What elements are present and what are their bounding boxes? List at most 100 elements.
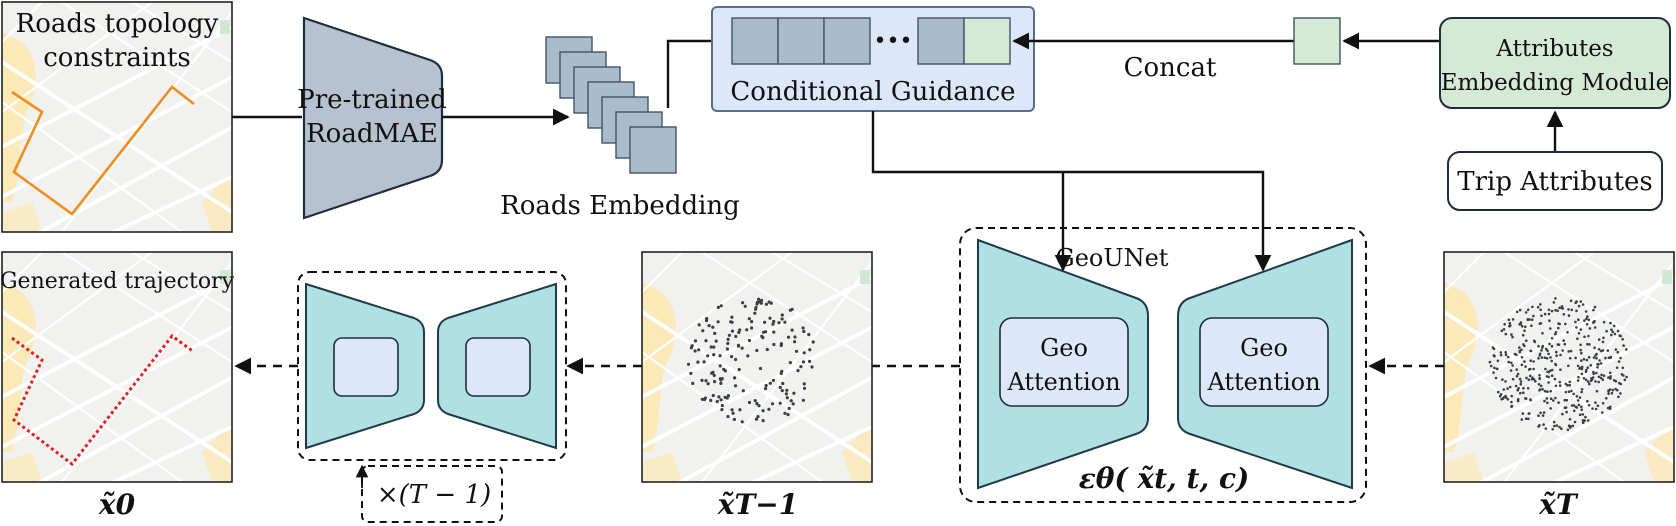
noise-point bbox=[734, 334, 738, 339]
noise-point bbox=[1580, 372, 1584, 376]
noise-point bbox=[1524, 311, 1528, 314]
noise-point bbox=[1527, 378, 1531, 381]
noise-point bbox=[1570, 308, 1574, 312]
noise-point bbox=[755, 300, 760, 304]
noise-point bbox=[1623, 378, 1627, 382]
noise-point bbox=[1554, 297, 1557, 300]
noise-point bbox=[1545, 375, 1549, 378]
attributes-label-1: Attributes bbox=[1495, 36, 1613, 62]
noise-point bbox=[750, 320, 754, 324]
noise-point bbox=[1584, 378, 1588, 382]
noise-point bbox=[767, 407, 771, 411]
noise-point bbox=[746, 354, 750, 358]
noise-point bbox=[716, 320, 720, 324]
noise-point bbox=[719, 304, 723, 308]
noise-point bbox=[1569, 299, 1573, 303]
geo-attention-label-1: Geo bbox=[1040, 334, 1088, 362]
noise-point bbox=[1596, 366, 1599, 369]
noise-point bbox=[802, 382, 806, 386]
noise-point bbox=[1520, 325, 1524, 328]
noise-point bbox=[790, 328, 794, 332]
noise-point bbox=[1510, 333, 1513, 336]
noise-point bbox=[1510, 361, 1513, 365]
noise-point bbox=[1546, 401, 1549, 405]
noise-point bbox=[1599, 349, 1603, 353]
noise-point bbox=[1541, 331, 1544, 335]
noise-point bbox=[1504, 350, 1507, 354]
trip-attributes-box bbox=[1447, 151, 1663, 211]
noise-point bbox=[1546, 390, 1549, 393]
noise-point bbox=[785, 396, 789, 400]
noise-point bbox=[811, 340, 815, 344]
noise-point bbox=[718, 354, 722, 358]
noise-point bbox=[1577, 375, 1580, 379]
noise-point bbox=[715, 399, 719, 404]
noise-point bbox=[1502, 328, 1506, 331]
noise-point bbox=[1609, 355, 1613, 359]
noise-point bbox=[709, 345, 713, 349]
noise-point bbox=[755, 348, 759, 353]
noise-point bbox=[1571, 424, 1575, 428]
noise-point bbox=[802, 351, 806, 355]
noise-point bbox=[779, 343, 783, 348]
noise-point bbox=[1504, 353, 1508, 356]
noise-point bbox=[755, 402, 759, 406]
noise-point bbox=[731, 411, 735, 415]
noise-point bbox=[1582, 357, 1586, 361]
noise-point bbox=[1588, 343, 1591, 346]
noise-point bbox=[1566, 428, 1570, 432]
noise-point bbox=[747, 400, 752, 405]
noise-point bbox=[1587, 318, 1591, 322]
noise-point bbox=[1527, 417, 1530, 421]
noise-point bbox=[1547, 312, 1551, 316]
noise-point bbox=[706, 382, 710, 386]
noise-point bbox=[1523, 325, 1527, 329]
noise-point bbox=[1582, 377, 1586, 380]
noise-point bbox=[753, 399, 757, 403]
noise-point bbox=[1613, 332, 1617, 336]
noise-point bbox=[1542, 411, 1546, 414]
noise-point bbox=[1558, 306, 1561, 310]
noise-point bbox=[1576, 379, 1580, 382]
noise-point bbox=[771, 322, 775, 326]
guidance-ellipsis: ••• bbox=[874, 29, 913, 54]
noise-point bbox=[1511, 335, 1514, 339]
noise-point bbox=[730, 408, 734, 412]
noise-point bbox=[1594, 380, 1597, 383]
noise-point bbox=[730, 329, 735, 333]
noise-point bbox=[1538, 388, 1542, 391]
noise-point bbox=[1560, 427, 1563, 430]
noise-point bbox=[754, 417, 759, 421]
roadmae-trapezoid bbox=[302, 16, 444, 220]
noise-point bbox=[1496, 359, 1500, 363]
noise-point bbox=[1518, 323, 1521, 326]
noise-point bbox=[1509, 369, 1513, 372]
noise-point bbox=[712, 373, 716, 377]
noise-point bbox=[1544, 427, 1548, 430]
noise-point bbox=[1625, 375, 1628, 379]
noise-point bbox=[1604, 356, 1607, 360]
noise-point bbox=[1585, 323, 1589, 326]
noise-point bbox=[740, 420, 744, 424]
noise-point bbox=[1567, 390, 1571, 393]
attributes-module-box bbox=[1439, 17, 1671, 109]
repeat-dashed-box bbox=[297, 271, 567, 461]
x0-label: x̃0 bbox=[98, 488, 136, 521]
noise-point bbox=[1580, 388, 1584, 391]
noise-point bbox=[1586, 419, 1590, 422]
eps-label: εθ( x̃t, t, c) bbox=[1079, 462, 1250, 495]
noise-point bbox=[1616, 329, 1620, 333]
noise-point bbox=[1581, 413, 1585, 416]
noise-point bbox=[1589, 364, 1593, 367]
noise-point bbox=[1555, 424, 1559, 427]
noise-point bbox=[1539, 322, 1543, 325]
noise-point bbox=[1585, 317, 1588, 320]
noise-point bbox=[1507, 360, 1510, 364]
noise-point bbox=[1573, 420, 1577, 424]
noise-point bbox=[1539, 411, 1542, 415]
road-constraint-path bbox=[11, 85, 195, 216]
noise-point bbox=[758, 366, 763, 371]
noise-point bbox=[747, 317, 751, 321]
noise-point bbox=[793, 340, 797, 344]
